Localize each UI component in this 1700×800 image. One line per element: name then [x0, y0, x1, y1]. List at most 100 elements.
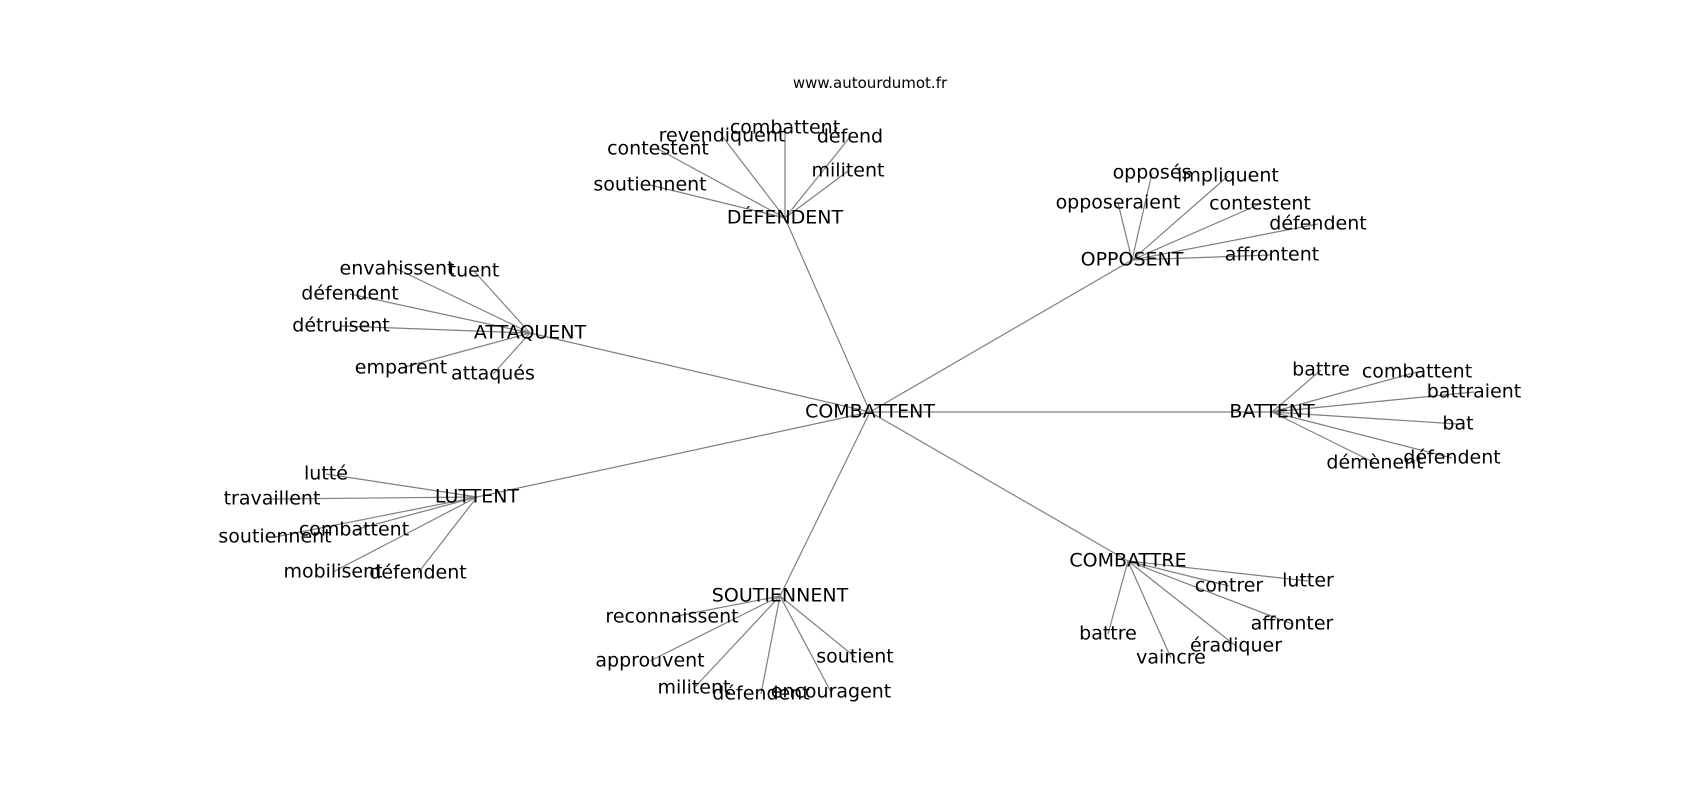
leaf-word: affrontent [1225, 244, 1319, 266]
edge-combattre-word [1127, 560, 1172, 659]
edge-opposent-word [1131, 223, 1319, 261]
edge-luttent-word [271, 496, 478, 500]
leaf-word: revendiquent [659, 125, 786, 147]
edge-luttent-word [417, 496, 478, 574]
edge-battent-word [1271, 411, 1453, 459]
leaf-word: contestent [607, 138, 709, 160]
leaf-word: démènent [1326, 452, 1423, 474]
leaf-word: mobilisent [283, 561, 382, 583]
edge-luttent-word [353, 496, 478, 531]
source-url: www.autourdumot.fr [793, 74, 948, 92]
edge-opposent-word [1131, 175, 1229, 261]
edge-battent-word [1271, 391, 1475, 413]
leaf-word: tuent [449, 260, 500, 282]
hub-node-combattre: COMBATTRE [1069, 550, 1186, 572]
edge-defendent-word [649, 184, 786, 219]
edge-center-attaquent [529, 332, 871, 413]
edge-center-defendent [784, 217, 871, 413]
edge-attaquent-word [349, 293, 531, 334]
hub-node-opposent: OPPOSENT [1081, 249, 1184, 271]
leaf-word: soutiennent [218, 526, 331, 548]
edge-center-soutiennent [779, 411, 871, 597]
leaf-word: combattent [299, 519, 409, 541]
leaf-word: reconnaissent [605, 606, 738, 628]
leaf-word: impliquent [1177, 165, 1279, 187]
edge-opposent-word [1131, 203, 1261, 261]
leaf-word: emparent [355, 357, 447, 379]
leaf-word: défendent [1269, 213, 1366, 235]
leaf-word: affronter [1251, 613, 1334, 635]
graph-edges [271, 128, 1475, 695]
edge-defendent-word [721, 135, 786, 219]
leaf-word: défendent [369, 562, 466, 584]
edge-attaquent-word [400, 332, 531, 369]
leaf-word: combattent [730, 117, 840, 139]
edge-defendent-word [784, 136, 851, 219]
edge-defendent-word [784, 170, 849, 219]
edge-combattre-word [1127, 560, 1237, 647]
edge-soutiennent-word [779, 595, 832, 693]
leaf-word: envahissent [340, 258, 455, 280]
edge-center-combattre [869, 411, 1129, 562]
hub-node-soutiennent: SOUTIENNENT [712, 585, 849, 607]
leaf-word: militent [812, 160, 885, 182]
leaf-word: attaqués [451, 363, 535, 385]
leaf-word: battraient [1427, 381, 1522, 403]
edge-luttent-word [332, 496, 478, 573]
edge-attaquent-word [396, 268, 531, 334]
hub-node-battent: BATTENT [1229, 401, 1315, 423]
leaf-word: travaillent [224, 488, 321, 510]
leaf-word: lutté [304, 463, 348, 485]
leaf-word: lutter [1282, 570, 1334, 592]
leaf-word: vaincre [1136, 647, 1206, 669]
edge-combattre-word [1107, 560, 1129, 635]
edge-center-opposent [869, 259, 1133, 413]
leaf-word: opposeraient [1056, 192, 1181, 214]
leaf-word: éradiquer [1190, 635, 1282, 657]
edge-combattre-word [1127, 560, 1309, 582]
edge-attaquent-word [340, 325, 531, 334]
leaf-word: opposés [1113, 162, 1192, 184]
edge-attaquent-word [473, 270, 531, 334]
leaf-word: battre [1292, 359, 1350, 381]
leaf-word: bat [1442, 413, 1473, 435]
hub-node-defendent: DÉFENDENT [727, 206, 844, 229]
edge-battent-word [1271, 411, 1376, 464]
leaf-word: contestent [1209, 193, 1311, 215]
hub-node-attaquent: ATTAQUENT [474, 322, 587, 344]
edge-center-luttent [476, 411, 871, 498]
edge-battent-word [1271, 411, 1459, 425]
edge-combattre-word [1127, 560, 1293, 625]
edge-luttent-word [274, 496, 478, 538]
edge-attaquent-word [492, 332, 531, 375]
leaf-word: contrer [1195, 575, 1264, 597]
leaf-word: détruisent [292, 315, 389, 337]
edge-opposent-word [1131, 172, 1153, 261]
center-node: COMBATTENT [805, 401, 935, 423]
edge-soutiennent-word [779, 595, 856, 658]
hub-node-luttent: LUTTENT [435, 486, 520, 508]
leaf-word: encouragent [771, 681, 892, 703]
edge-soutiennent-word [649, 595, 781, 662]
leaf-word: défendent [301, 283, 398, 305]
leaf-word: soutient [816, 646, 893, 668]
leaf-word: militent [658, 677, 731, 699]
edge-soutiennent-word [693, 595, 781, 689]
edge-battent-word [1271, 371, 1418, 413]
edge-soutiennent-word [671, 595, 781, 618]
edge-battent-word [1271, 369, 1322, 413]
leaf-word: soutiennent [593, 174, 706, 196]
leaf-word: défend [817, 126, 883, 148]
edge-defendent-word [657, 148, 786, 219]
leaf-word: combattent [1362, 361, 1472, 383]
edge-opposent-word [1117, 202, 1133, 261]
edge-soutiennent-word [760, 595, 781, 695]
edge-luttent-word [325, 473, 478, 498]
leaf-word: défendent [712, 683, 809, 705]
leaf-word: approuvent [595, 650, 704, 672]
leaf-word: battre [1079, 623, 1137, 645]
edge-opposent-word [1131, 254, 1273, 261]
graph-labels: COMBATTENTDÉFENDENTcombattentrevendiquen… [218, 117, 1521, 705]
edge-combattre-word [1127, 560, 1230, 587]
